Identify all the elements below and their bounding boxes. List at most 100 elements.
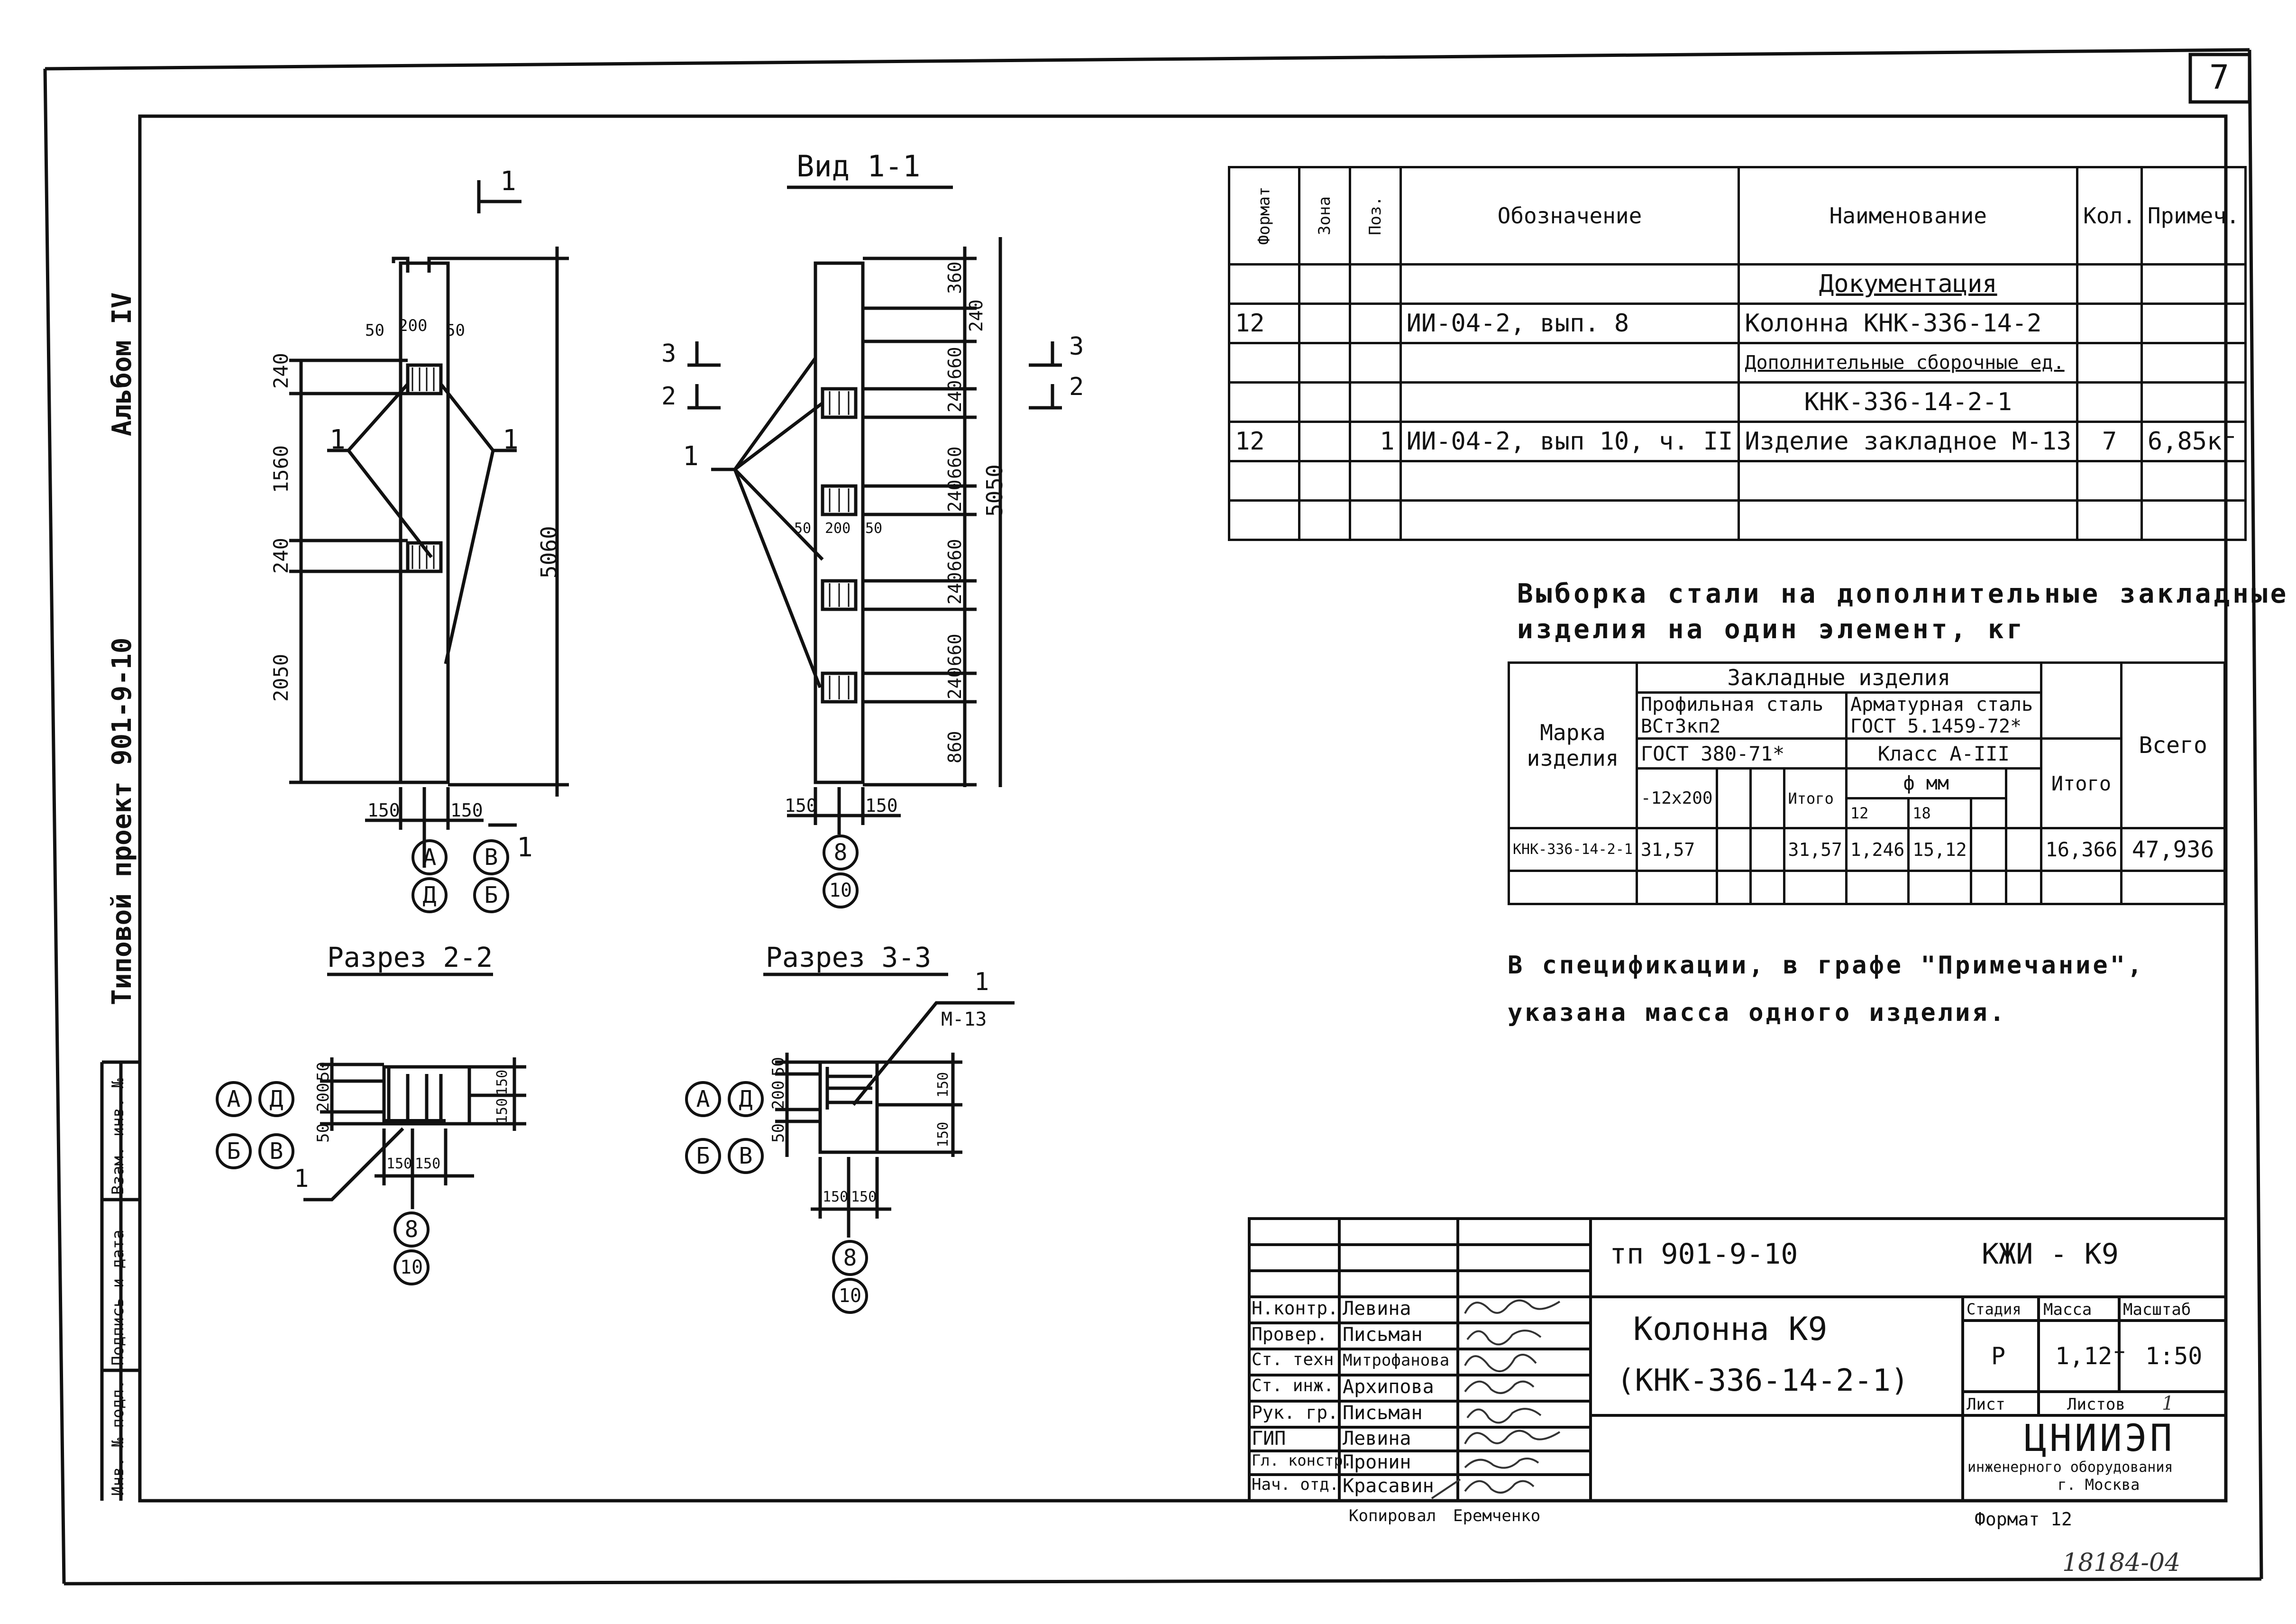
steel-row2-cell <box>1508 870 1638 905</box>
s22-dim-bottom-left: 150 <box>386 1156 412 1172</box>
s33-axis-a: А <box>685 1081 721 1117</box>
view-dim-mid-right: 50 <box>865 520 883 537</box>
spec-cell <box>1738 460 2079 502</box>
tb-org-sub-2: г. Москва <box>2058 1476 2140 1494</box>
spec-cell <box>2140 460 2247 502</box>
steel-row2-cell <box>2120 870 2226 905</box>
steel-row2-cell <box>1635 870 1718 905</box>
elevation-dim-top-left: 50 <box>365 321 384 340</box>
tb-scale: 1:50 <box>2145 1342 2203 1370</box>
view-dim-mid-center: 200 <box>825 520 851 537</box>
steel-h-plate: -12х200 <box>1635 767 1718 829</box>
spec-cell <box>2140 381 2247 423</box>
tb-doc-code: КЖИ - К9 <box>1982 1238 2119 1271</box>
spec-cell <box>1348 499 1402 541</box>
spec-cell <box>2140 499 2247 541</box>
view-dim-mid-left: 50 <box>794 520 812 537</box>
steel-h-blank <box>2040 661 2123 740</box>
s22-axis-a: А <box>216 1081 252 1117</box>
tb-org-sub-1: инженерного оборудования <box>1967 1459 2173 1476</box>
spec-cell: ИИ-04-2, вып. 8 <box>1399 303 1740 344</box>
steel-header-row-5: 12 18 <box>1509 797 2225 829</box>
steel-h-subtotal: Итого <box>1783 767 1848 829</box>
spec-header-format: Формат <box>1228 166 1300 266</box>
note-line-2: указана масса одного изделия. <box>1508 999 2007 1027</box>
tb-sheets-count: 1 <box>2162 1393 2174 1414</box>
tb-role-2: Провер. <box>1252 1324 1328 1345</box>
steel-row2-cell <box>2040 870 2123 905</box>
steel-header-row-3: ГОСТ 380-71* Класс А-III Итого <box>1509 737 2225 829</box>
steel-h-empty-1 <box>1715 767 1752 829</box>
view-cut-2-left: 2 <box>661 382 677 411</box>
tb-name-5: Письман <box>1343 1402 1423 1424</box>
spec-cell: 12 <box>1228 303 1300 344</box>
spec-cell <box>1228 381 1300 423</box>
steel-h-d12: 12 <box>1845 797 1910 829</box>
s33-axis-10: 10 <box>832 1278 868 1314</box>
table-row: КНК-336-14-2-1 31,57 31,57 1,246 15,12 1… <box>1508 827 2226 872</box>
table-row <box>1228 499 2247 541</box>
steel-title-line-1: Выборка стали на дополнительные закладны… <box>1517 578 2289 609</box>
tb-name-1: Левина <box>1343 1298 1411 1320</box>
table-row: Документация <box>1228 263 2247 305</box>
steel-row-plate: 31,57 <box>1635 827 1718 872</box>
spec-cell: 6,85кг <box>2140 421 2247 462</box>
tb-title-line-2: (КНК-336-14-2-1) <box>1617 1363 1909 1398</box>
s22-axis-8: 8 <box>393 1211 430 1248</box>
table-row: Дополнительные сборочные ед. <box>1228 342 2247 384</box>
s33-dim-bottom-left: 150 <box>823 1189 849 1205</box>
table-row <box>1508 870 2226 905</box>
spec-cell <box>1348 342 1402 384</box>
steel-table: Марка изделия Закладные изделия Всего Пр… <box>1508 661 2226 905</box>
spec-cell <box>1399 460 1740 502</box>
tb-project-code: тп 901-9-10 <box>1610 1238 1798 1271</box>
elevation-dim-top-mid: 200 <box>398 316 428 335</box>
spec-cell <box>2076 381 2143 423</box>
tb-mass-header: Масса <box>2043 1300 2092 1319</box>
s33-callout: 1 <box>974 968 989 996</box>
spec-cell <box>1228 460 1300 502</box>
spec-cell <box>1298 421 1351 462</box>
view-axis-10: 10 <box>823 872 859 908</box>
view-dim-bottom-left: 150 <box>785 795 817 816</box>
spec-header-name: Наименование <box>1738 166 2079 266</box>
s33-axis-8: 8 <box>832 1240 868 1276</box>
steel-row-mark: КНК-336-14-2-1 <box>1508 827 1638 872</box>
s33-callout-label: М-13 <box>941 1009 987 1030</box>
tb-sheet-header: Лист <box>1967 1395 2005 1414</box>
spec-cell <box>2076 460 2143 502</box>
spec-cell <box>1298 263 1351 305</box>
steel-h-profile: Профильная сталь ВСт3кп2 <box>1635 691 1848 740</box>
s22-dim-bottom-right: 150 <box>415 1156 441 1172</box>
steel-h-total: Итого <box>2040 737 2123 829</box>
elevation-section-mark: 1 <box>500 166 516 197</box>
view-cut-3-left: 3 <box>661 339 677 368</box>
format-label: Формат 12 <box>1975 1509 2072 1530</box>
steel-h-empty-2 <box>1749 767 1785 829</box>
spec-cell: Изделие закладное М-13 <box>1738 421 2079 462</box>
steel-row2-cell <box>1783 870 1848 905</box>
tb-role-6: ГИП <box>1252 1428 1286 1450</box>
spec-cell <box>1399 342 1740 384</box>
steel-row2-cell <box>1969 870 2007 905</box>
steel-row-d18: 15,12 <box>1907 827 1972 872</box>
tb-sheets-header: Листов <box>2067 1395 2125 1414</box>
tb-mass: 1,12т <box>2055 1342 2127 1370</box>
spec-cell <box>1399 381 1740 423</box>
steel-row-empty-1 <box>1715 827 1752 872</box>
steel-row2-cell <box>1845 870 1910 905</box>
tb-name-4: Архипова <box>1343 1376 1434 1398</box>
spec-cell <box>2076 499 2143 541</box>
spec-cell <box>2076 263 2143 305</box>
spec-header-designation: Обозначение <box>1399 166 1740 266</box>
view-axis-8: 8 <box>823 835 859 871</box>
s33-axis-v: В <box>728 1138 764 1174</box>
steel-h-empty-3 <box>2004 767 2042 829</box>
section-2-2-title: Разрез 2-2 <box>327 941 493 973</box>
spec-cell: ИИ-04-2, вып 10, ч. II <box>1399 421 1740 462</box>
sheet-number: 7 <box>2209 58 2230 97</box>
spec-cell <box>1348 303 1402 344</box>
steel-h-class: Класс А-III <box>1845 737 2042 770</box>
